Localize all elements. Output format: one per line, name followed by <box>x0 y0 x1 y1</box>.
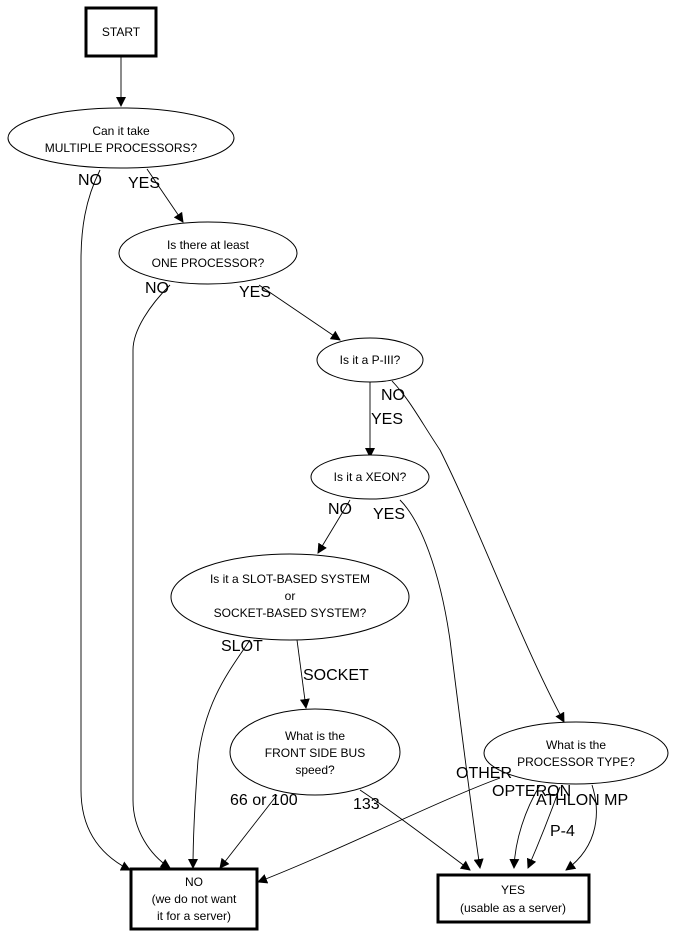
edge-ptype-p4 <box>565 784 597 871</box>
node-multi-line1: Can it take <box>92 124 150 138</box>
node-yes-result: YES (usable as a server) <box>436 873 591 924</box>
label-xeon-no: NO <box>328 501 352 518</box>
edge-multi-yes <box>146 168 184 223</box>
node-fsb-line3: speed? <box>295 763 335 777</box>
label-socket: SOCKET <box>303 667 369 684</box>
node-yes-line1: YES <box>501 883 525 897</box>
label-p3-yes: YES <box>371 411 403 428</box>
edge-fsb-low <box>219 794 278 869</box>
node-slot-line3: SOCKET-BASED SYSTEM? <box>214 606 367 620</box>
edge-multi-no <box>80 169 131 871</box>
edge-ptype-other <box>257 777 501 884</box>
edge-p3-no <box>391 380 565 723</box>
edge-one-yes <box>258 284 341 341</box>
node-xeon-text: Is it a XEON? <box>334 470 407 484</box>
node-fsb: What is the FRONT SIDE BUS speed? <box>229 708 401 796</box>
node-multi-line2: MULTIPLE PROCESSORS? <box>45 141 198 155</box>
node-xeon: Is it a XEON? <box>310 454 430 500</box>
edge-slot-socket <box>296 639 310 709</box>
node-one-processor: Is there at least ONE PROCESSOR? <box>118 221 298 285</box>
edge-xeon-no <box>317 499 351 554</box>
node-p3-text: Is it a P-III? <box>340 353 401 367</box>
edge-slot-slot <box>188 639 251 869</box>
label-fsb-high: 133 <box>353 796 380 813</box>
label-xeon-yes: YES <box>373 506 405 523</box>
node-start-text: START <box>102 25 141 39</box>
node-no-line1: NO <box>185 875 203 889</box>
node-no-line3: it for a server) <box>157 909 231 923</box>
label-one-yes: YES <box>239 284 271 301</box>
node-one-line1: Is there at least <box>167 238 250 252</box>
label-athlon: ATHLON MP <box>536 792 628 809</box>
label-p4: P-4 <box>550 823 575 840</box>
node-one-line2: ONE PROCESSOR? <box>152 256 265 270</box>
node-start: START <box>84 6 158 58</box>
edge-ptype-athlon <box>527 786 561 869</box>
node-ptype-line2: PROCESSOR TYPE? <box>517 755 635 769</box>
node-slot-line1: Is it a SLOT-BASED SYSTEM <box>210 572 370 586</box>
label-other: OTHER <box>456 765 512 782</box>
edge-labels: NO YES NO YES NO YES NO YES SLOT SOCKET … <box>78 172 628 840</box>
node-p3: Is it a P-III? <box>316 337 424 383</box>
label-opteron: OPTERON <box>492 783 571 800</box>
node-no-line2: (we do not want <box>152 892 237 906</box>
node-ptype-line1: What is the <box>546 738 606 752</box>
node-slot-line2: or <box>285 589 296 603</box>
node-fsb-line1: What is the <box>285 729 345 743</box>
edge-one-no <box>132 284 171 869</box>
label-multi-no: NO <box>78 172 102 189</box>
edges <box>80 57 597 884</box>
edge-fsb-high <box>359 789 471 871</box>
label-slot: SLOT <box>221 638 263 655</box>
label-p3-no: NO <box>381 387 405 404</box>
label-multi-yes: YES <box>128 175 160 192</box>
node-fsb-line2: FRONT SIDE BUS <box>265 746 365 760</box>
node-slot-socket: Is it a SLOT-BASED SYSTEM or SOCKET-BASE… <box>170 553 410 641</box>
label-one-no: NO <box>145 280 169 297</box>
edge-ptype-opteron <box>509 784 541 869</box>
node-yes-line2: (usable as a server) <box>460 901 566 915</box>
edge-xeon-yes <box>399 499 484 869</box>
label-fsb-low: 66 or 100 <box>230 792 298 809</box>
node-no-result: NO (we do not want it for a server) <box>129 867 259 931</box>
node-processor-type: What is the PROCESSOR TYPE? <box>483 721 669 785</box>
node-multiple-processors: Can it take MULTIPLE PROCESSORS? <box>7 107 235 169</box>
